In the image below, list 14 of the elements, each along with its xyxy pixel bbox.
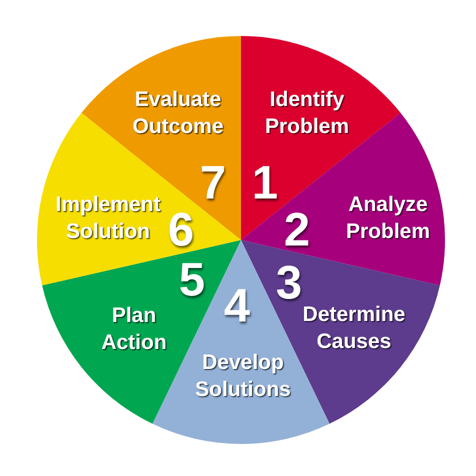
step-number: 5 [178, 256, 206, 302]
step-number: 4 [224, 282, 250, 328]
step-number: 1 [252, 158, 278, 206]
step-label: Implement Solution [55, 192, 161, 245]
step-label: Develop Solutions [195, 350, 291, 403]
step-label: Plan Action [101, 303, 167, 356]
step-number: 2 [284, 206, 310, 252]
step-number: 3 [276, 258, 302, 306]
step-label: Determine Causes [302, 302, 406, 355]
step-number: 6 [168, 206, 194, 252]
step-label: Evaluate Outcome [132, 87, 224, 140]
step-label: Analyze Problem [346, 192, 430, 245]
step-label: Identify Problem [265, 87, 349, 140]
step-number: 7 [200, 158, 226, 206]
